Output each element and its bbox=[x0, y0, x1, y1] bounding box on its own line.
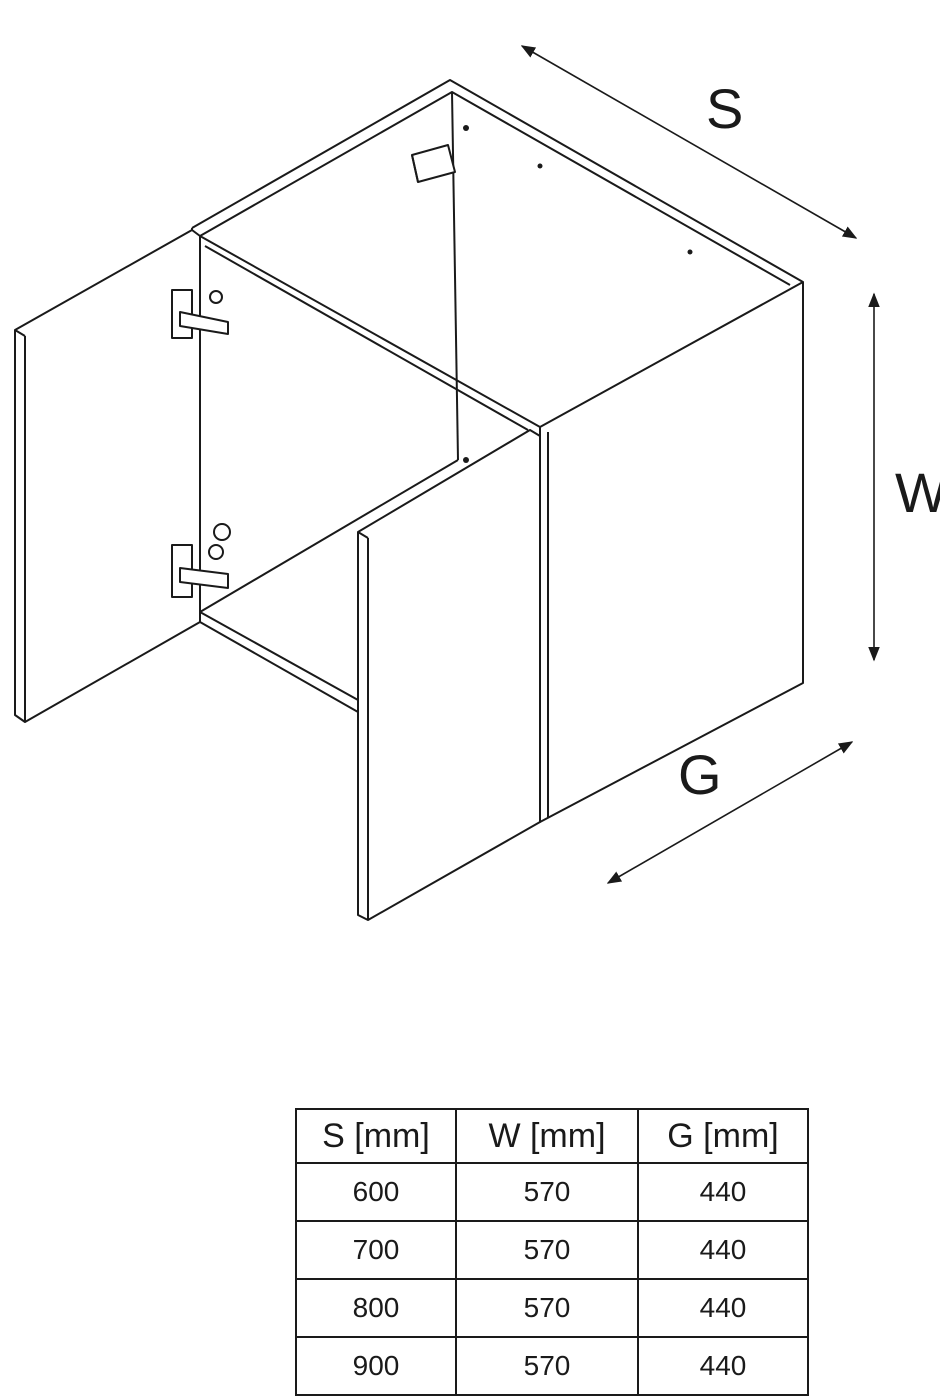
hinge-upper bbox=[171, 289, 229, 339]
table-cell: 440 bbox=[637, 1278, 809, 1338]
right-door bbox=[357, 429, 541, 921]
table-cell: 900 bbox=[295, 1336, 457, 1396]
header-depth: G [mm] bbox=[637, 1108, 809, 1164]
width-dimension-arrow bbox=[520, 45, 858, 239]
table-cell: 570 bbox=[455, 1336, 639, 1396]
left-door bbox=[14, 229, 201, 723]
cabinet-drawing: S W G bbox=[14, 45, 940, 921]
table-cell: 440 bbox=[637, 1162, 809, 1222]
table-header-row: S [mm] W [mm] G [mm] bbox=[295, 1108, 809, 1164]
table-cell: 570 bbox=[455, 1220, 639, 1280]
header-width: S [mm] bbox=[295, 1108, 457, 1164]
hinge-lower bbox=[171, 523, 231, 598]
table-cell: 800 bbox=[295, 1278, 457, 1338]
table-cell: 570 bbox=[455, 1162, 639, 1222]
depth-label: G bbox=[678, 743, 722, 806]
height-label: W bbox=[895, 461, 940, 524]
header-height: W [mm] bbox=[455, 1108, 639, 1164]
dimensions-table: S [mm] W [mm] G [mm] 600 570 440 700 570… bbox=[295, 1108, 809, 1396]
wall-bracket bbox=[411, 144, 456, 183]
table-cell: 700 bbox=[295, 1220, 457, 1280]
table-row: 900 570 440 bbox=[295, 1336, 809, 1396]
table-cell: 570 bbox=[455, 1278, 639, 1338]
table-cell: 440 bbox=[637, 1336, 809, 1396]
width-label: S bbox=[706, 77, 743, 140]
depth-dimension-arrow bbox=[606, 741, 854, 884]
table-cell: 440 bbox=[637, 1220, 809, 1280]
table-row: 600 570 440 bbox=[295, 1162, 809, 1222]
table-row: 800 570 440 bbox=[295, 1278, 809, 1338]
table-row: 700 570 440 bbox=[295, 1220, 809, 1280]
table-cell: 600 bbox=[295, 1162, 457, 1222]
